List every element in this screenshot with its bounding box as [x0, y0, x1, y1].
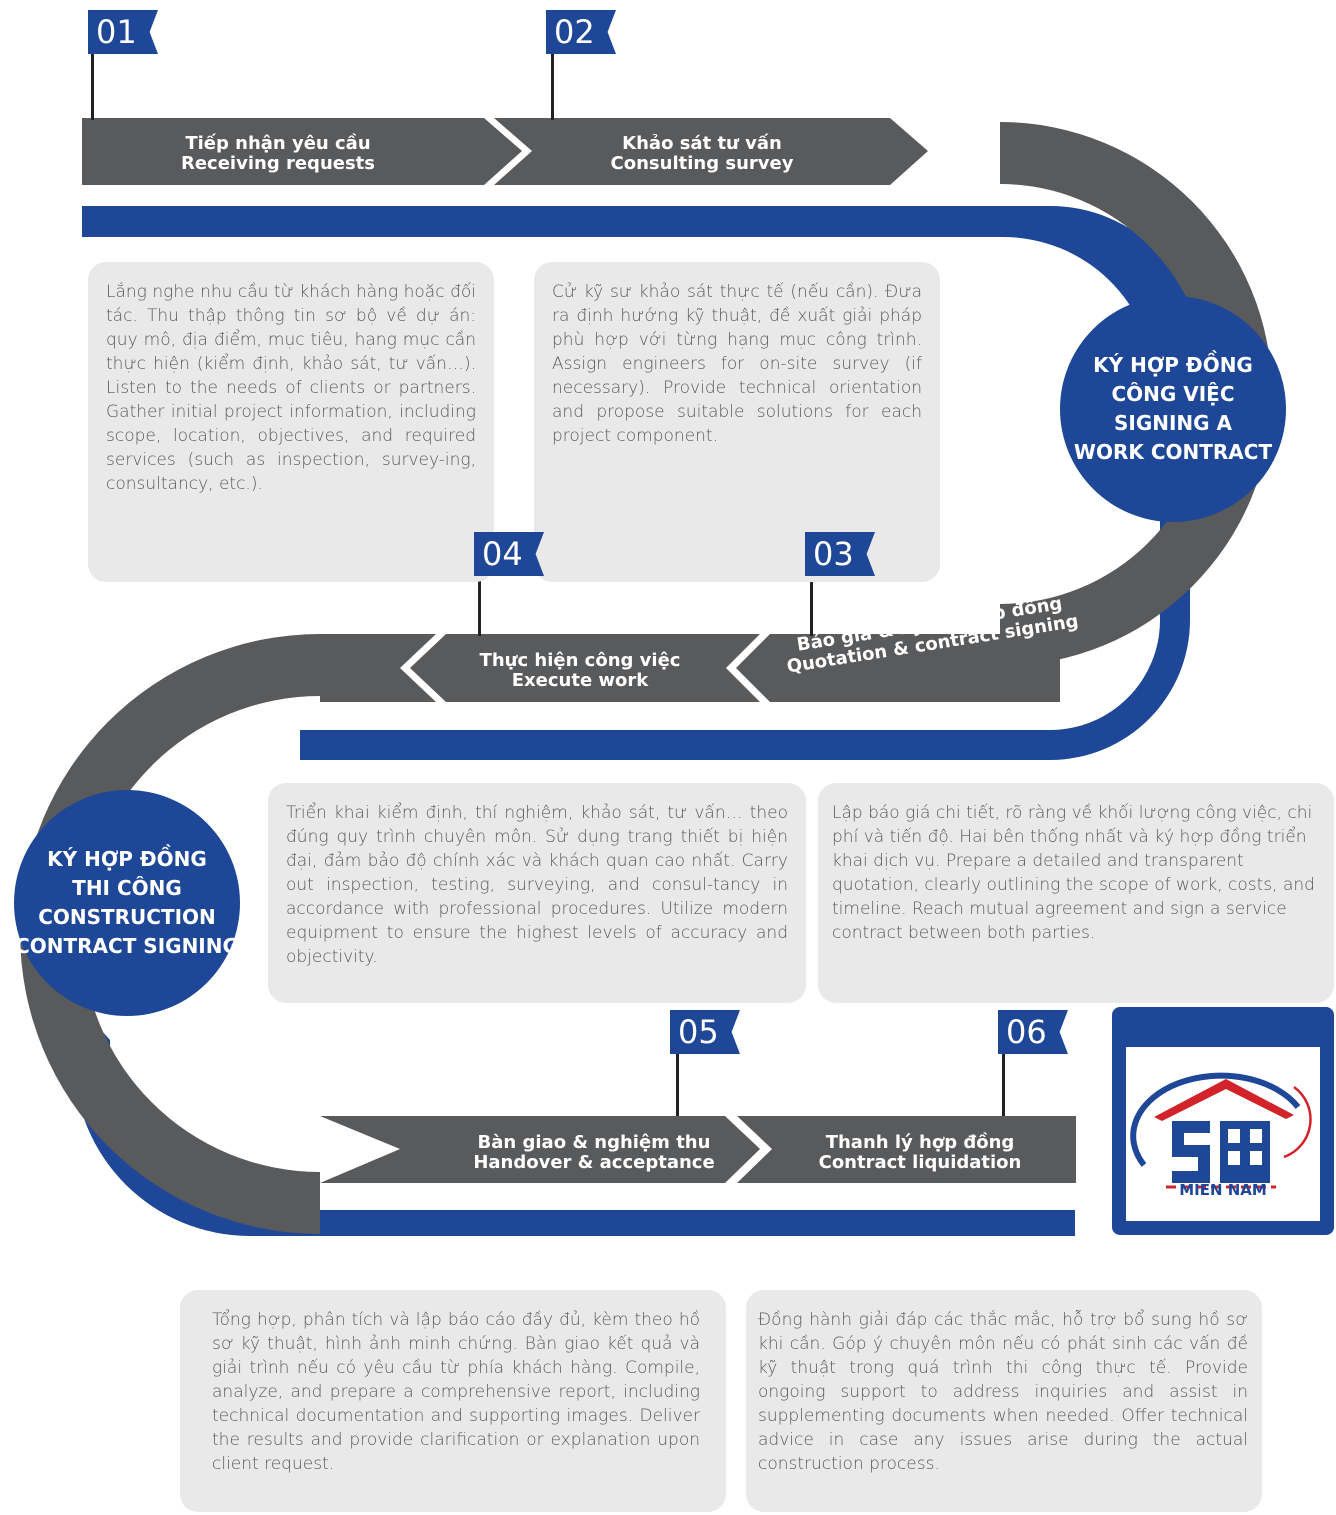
- step-label-handover-vi: Bàn giao & nghiệm thu: [477, 1132, 711, 1153]
- description-execute-text: Triển khai kiểm định, thí nghiệm, khảo s…: [286, 803, 788, 967]
- blue-lane-right: [300, 520, 1190, 760]
- step-number-flag-06: 06: [998, 1010, 1068, 1054]
- description-liquidation-text: Đồng hành giải đáp các thắc mắc, hỗ trợ …: [758, 1310, 1248, 1474]
- description-quotation: Lập báo giá chi tiết, rõ ràng về khối lư…: [818, 783, 1334, 1003]
- step-label-receiving-vi: Tiếp nhận yêu cầu: [185, 133, 371, 154]
- step-label-execute: Thực hiện công việc Execute work: [440, 651, 720, 691]
- flag-pole-04: [478, 532, 481, 636]
- step-label-survey: Khảo sát tư vấn Consulting survey: [560, 134, 844, 174]
- flag-pole-03: [810, 532, 813, 636]
- circle-construction-line3: CONSTRUCTION: [38, 905, 216, 929]
- segment-receiving: [82, 118, 522, 185]
- circle-work-line1: KÝ HỢP ĐỒNG: [1093, 353, 1253, 377]
- step-label-receiving-en: Receiving requests: [180, 153, 375, 174]
- circle-construction-line4: CONTRACT SIGNING: [15, 934, 239, 958]
- description-survey: Cử kỹ sư khảo sát thực tế (nếu cần). Đưa…: [534, 262, 940, 582]
- flag-pole-01: [91, 10, 94, 120]
- segment-liquidation: [737, 1116, 1076, 1183]
- company-logo: MIEN NAM: [1126, 1047, 1320, 1221]
- step-label-execute-vi: Thực hiện công việc: [479, 650, 681, 671]
- milestone-circle-construction-contract: KÝ HỢP ĐỒNG THI CÔNG CONSTRUCTION CONTRA…: [14, 790, 240, 1016]
- description-survey-text: Cử kỹ sư khảo sát thực tế (nếu cần). Đưa…: [552, 282, 922, 446]
- circle-work-line3: SIGNING A: [1113, 411, 1233, 435]
- step-number-flag-04: 04: [474, 532, 544, 576]
- description-handover: Tổng hợp, phân tích và lập báo cáo đầy đ…: [180, 1290, 726, 1512]
- description-handover-text: Tổng hợp, phân tích và lập báo cáo đầy đ…: [212, 1310, 700, 1474]
- step-label-handover-en: Handover & acceptance: [473, 1152, 715, 1173]
- gray-road-left-curve: [20, 634, 320, 1234]
- description-execute: Triển khai kiểm định, thí nghiệm, khảo s…: [268, 783, 806, 1003]
- segment-execute-tail: [320, 634, 436, 702]
- flag-pole-06: [1002, 1010, 1005, 1116]
- description-receiving-text: Lắng nghe nhu cầu từ khách hàng hoặc đối…: [106, 282, 476, 494]
- step-number-05: 05: [678, 1013, 719, 1051]
- step-label-liquidation-vi: Thanh lý hợp đồng: [825, 1132, 1015, 1153]
- blue-lane-top: [82, 206, 1202, 480]
- description-liquidation: Đồng hành giải đáp các thắc mắc, hỗ trợ …: [746, 1290, 1262, 1512]
- step-label-liquidation-en: Contract liquidation: [818, 1152, 1022, 1173]
- step-number-flag-05: 05: [670, 1010, 740, 1054]
- step-label-execute-en: Execute work: [511, 670, 649, 691]
- step-label-handover: Bàn giao & nghiệm thu Handover & accepta…: [440, 1133, 748, 1173]
- step-label-receiving: Tiếp nhận yêu cầu Receiving requests: [120, 134, 436, 174]
- step-number-flag-01: 01: [88, 10, 158, 54]
- logo-card: MIEN NAM: [1112, 1007, 1334, 1235]
- description-receiving: Lắng nghe nhu cầu từ khách hàng hoặc đối…: [88, 262, 494, 582]
- blue-lane-bottom-left: [74, 1000, 1075, 1236]
- circle-work-line2: CÔNG VIỆC: [1111, 382, 1235, 406]
- step-label-survey-vi: Khảo sát tư vấn: [622, 133, 782, 154]
- flag-pole-02: [551, 10, 554, 120]
- step-number-flag-02: 02: [546, 10, 616, 54]
- description-quotation-text: Lập báo giá chi tiết, rõ ràng về khối lư…: [832, 803, 1315, 943]
- circle-construction-line2: THI CÔNG: [72, 876, 182, 900]
- step-number-03: 03: [813, 535, 854, 573]
- milestone-circle-work-contract: KÝ HỢP ĐỒNG CÔNG VIỆC SIGNING A WORK CON…: [1060, 296, 1286, 522]
- logo-text: MIEN NAM: [1179, 1181, 1267, 1199]
- step-label-survey-en: Consulting survey: [610, 153, 794, 174]
- gray-road-right-curve: [1000, 122, 1272, 666]
- step-number-flag-03: 03: [805, 532, 875, 576]
- step-number-04: 04: [482, 535, 523, 573]
- circle-construction-line1: KÝ HỢP ĐỒNG: [47, 847, 207, 871]
- step-number-06: 06: [1006, 1013, 1047, 1051]
- segment-survey: [494, 118, 928, 185]
- flag-pole-05: [676, 1010, 679, 1116]
- segment-quotation: [736, 634, 1060, 702]
- step-number-02: 02: [554, 13, 595, 51]
- circle-work-line4: WORK CONTRACT: [1073, 440, 1273, 464]
- step-number-01: 01: [96, 13, 137, 51]
- step-label-liquidation: Thanh lý hợp đồng Contract liquidation: [790, 1133, 1050, 1173]
- segment-execute: [410, 634, 760, 702]
- logo-building-icon: [1130, 1072, 1312, 1189]
- segment-handover: [320, 1116, 760, 1183]
